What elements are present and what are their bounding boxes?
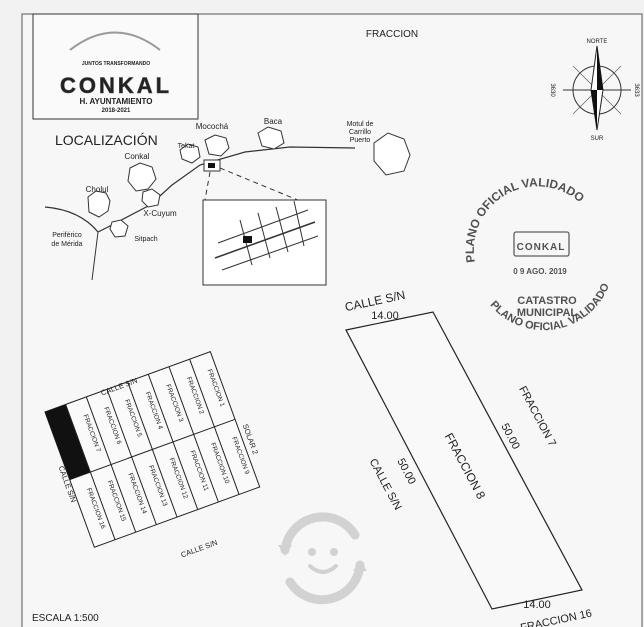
label-baca: Baca	[264, 117, 283, 126]
label-mococha: Mocochá	[196, 122, 229, 131]
town-x-cuyum	[141, 188, 161, 208]
town-cholul	[87, 190, 111, 218]
peripheral-road	[91, 231, 99, 281]
watermark-arrow-1	[278, 545, 292, 556]
watermark-eye-right	[330, 548, 338, 556]
stamp-logo-word: CONKAL	[517, 242, 566, 253]
loading-watermark-icon	[278, 512, 367, 605]
label-periferico-1: Periférico	[52, 232, 82, 239]
key-plan-divider	[147, 374, 199, 510]
stamp-catastro: CATASTRO	[517, 295, 577, 307]
zoom-leader-left	[204, 171, 211, 201]
compass-right-value: 3633	[633, 83, 639, 97]
town-tekat	[179, 143, 201, 164]
watermark-smile	[308, 564, 338, 574]
key-plan-divider	[85, 396, 137, 533]
zoom-inset-frame	[202, 199, 327, 286]
key-plan-highlight-lot	[45, 404, 91, 480]
label-motul-2: Carrillo	[349, 129, 371, 136]
label-motul-1: Motul de	[347, 121, 374, 128]
parcel-outline	[345, 311, 583, 610]
scale-label: ESCALA 1:500	[32, 613, 99, 624]
parcel-width-top: 14.00	[371, 310, 399, 322]
town-mocochá	[204, 134, 230, 157]
watermark-eye-left	[308, 548, 316, 556]
parcel-width-bottom: 14.00	[523, 599, 551, 611]
town-motul	[373, 132, 411, 176]
label-motul-3: Puerto	[350, 137, 371, 144]
zoom-road-3	[221, 235, 319, 271]
key-plan-divider	[168, 366, 219, 503]
zoom-street-2	[257, 212, 271, 259]
stamp-municipal: MUNICIPAL	[517, 307, 578, 319]
town-sitpach	[109, 219, 129, 238]
org-small-text: JUNTOS TRANSFORMANDO	[82, 61, 150, 67]
key-plan-divider	[106, 389, 157, 525]
location-map: LOCALIZACIÓN Mocochá	[44, 117, 411, 286]
zoom-inset	[202, 199, 327, 286]
town-conkal	[127, 162, 157, 192]
compass-south-label: SUR	[591, 136, 604, 142]
zoom-road-2	[217, 209, 309, 244]
label-tekat: Tekat	[178, 143, 195, 150]
compass-north-label: NORTE	[587, 39, 608, 45]
key-plan-divider	[65, 404, 116, 540]
location-title: LOCALIZACIÓN	[55, 132, 158, 148]
watermark-arrow-2	[353, 560, 367, 571]
label-periferico-2: de Mérida	[51, 241, 82, 248]
label-cholul: Cholul	[86, 185, 109, 194]
site-marker	[208, 163, 215, 168]
town-baca	[257, 126, 285, 150]
label-conkal: Conkal	[125, 152, 150, 161]
label-x-cuyum: X-Cuyum	[143, 209, 177, 218]
zoom-site-marker	[243, 236, 252, 243]
compass-needle-dark	[597, 46, 603, 90]
zoom-street-4	[293, 200, 305, 247]
north-compass: NORTE SUR 3630 3633	[549, 39, 639, 142]
logo-arch	[69, 31, 161, 51]
watermark-arc-bottom	[285, 560, 365, 605]
stamp-date: 0 9 AGO. 2019	[513, 267, 567, 276]
compass-needle-dark-s	[591, 90, 597, 130]
key-plan-divider	[189, 359, 240, 495]
compass-left-value: 3630	[549, 83, 555, 97]
municipal-logo-block: JUNTOS TRANSFORMANDO CONKAL H. AYUNTAMIE…	[32, 13, 199, 120]
zoom-street-3	[275, 206, 289, 253]
stamp-logo-frame	[513, 231, 570, 257]
key-plan-divider	[127, 381, 178, 518]
org-name: H. AYUNTAMIENTO	[80, 97, 153, 106]
label-sitpach: Sitpach	[134, 236, 157, 243]
org-years: 2018-2021	[102, 108, 131, 114]
watermark-arc-top	[280, 512, 360, 555]
logo-wordmark: CONKAL	[60, 73, 172, 98]
top-fraccion-label: FRACCION	[366, 29, 418, 40]
